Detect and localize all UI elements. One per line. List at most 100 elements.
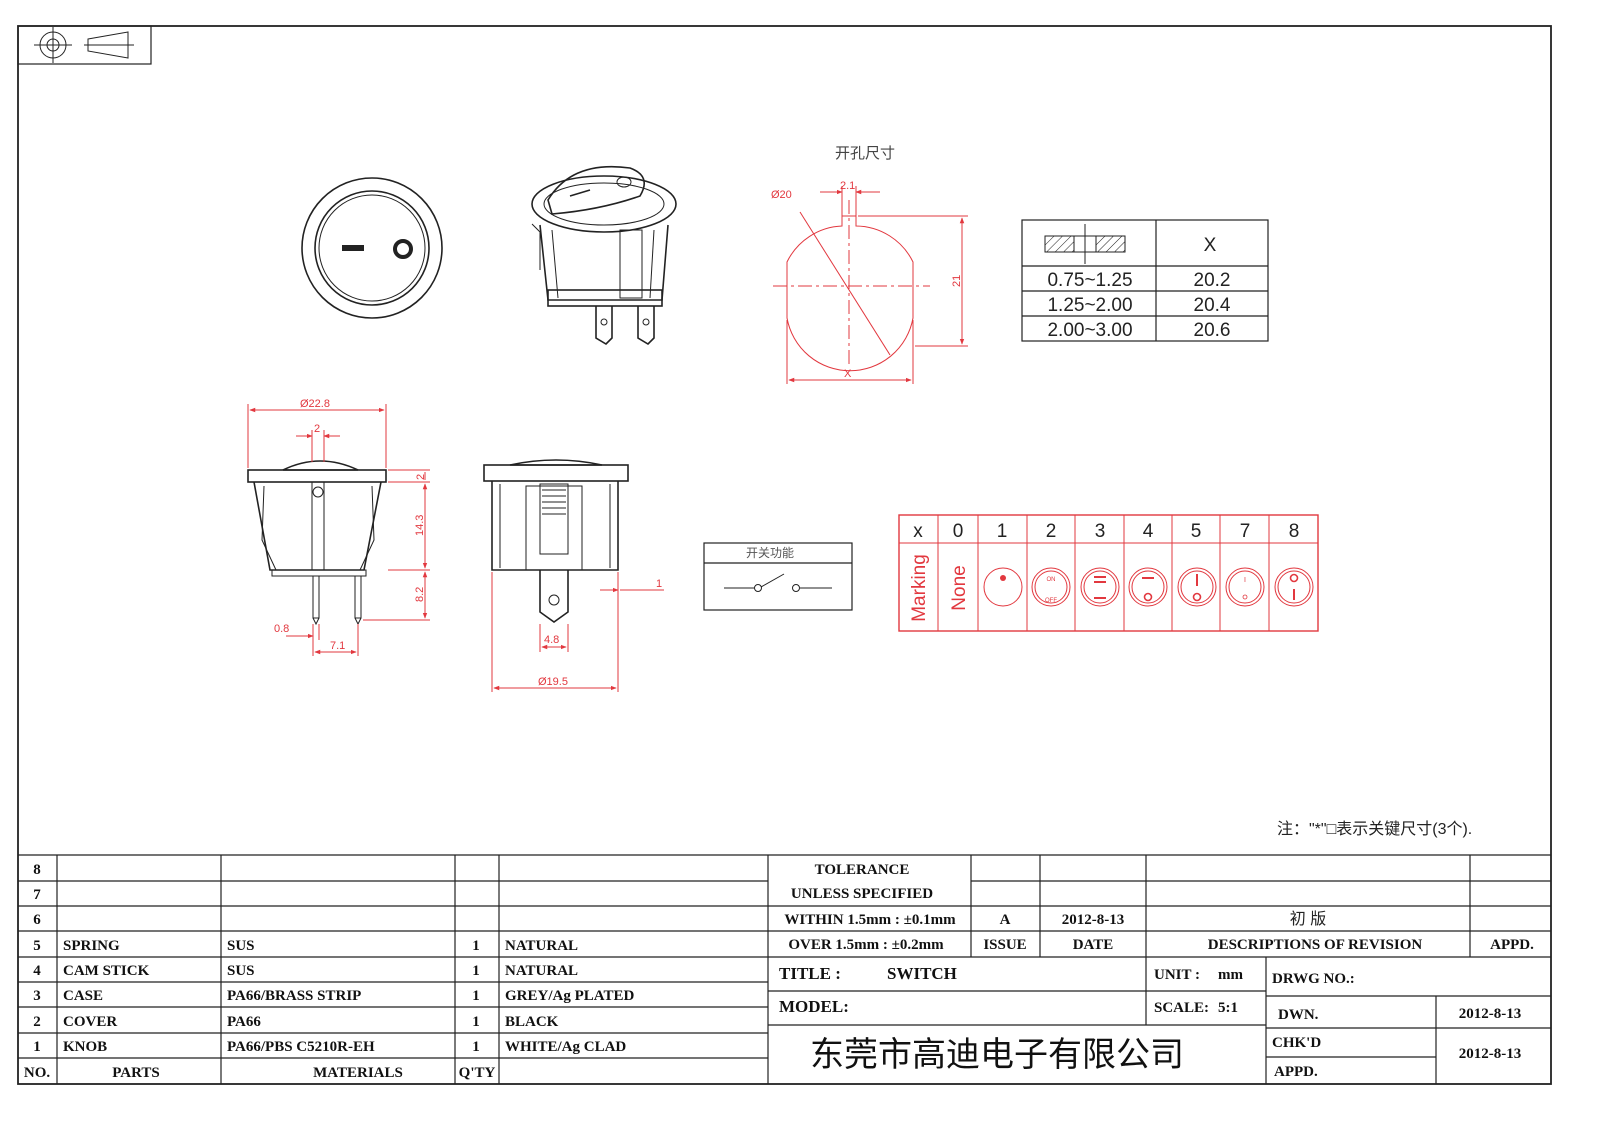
- revision-description: 初 版: [1290, 910, 1326, 928]
- bom-item-2-finish: BLACK: [505, 1014, 559, 1030]
- appd-label: APPD.: [1490, 937, 1534, 953]
- bom-item-4-part: CAM STICK: [63, 963, 150, 979]
- marking-code-4: 4: [1143, 521, 1154, 542]
- bom-header-qty: Q'TY: [459, 1065, 496, 1081]
- switch-function-box: 开关功能: [703, 542, 853, 611]
- title-label: TITLE :: [779, 964, 841, 983]
- title-block: TOLERANCE UNLESS SPECIFIED WITHIN 1.5mm …: [768, 855, 1551, 1084]
- revision-issue: A: [1000, 912, 1011, 928]
- issue-label: ISSUE: [983, 937, 1026, 953]
- cutout-title: 开孔尺寸: [835, 145, 895, 162]
- marking-none-label: None: [949, 565, 970, 610]
- bom-item-1-part: KNOB: [63, 1039, 107, 1055]
- bom-item-3-no: 3: [33, 988, 41, 1004]
- marking-header-x: x: [913, 521, 923, 542]
- bom-item-5-part: SPRING: [63, 938, 120, 954]
- marking-code-5: 5: [1191, 521, 1202, 542]
- bom-header-no: NO.: [24, 1065, 51, 1081]
- front-dim-actuator: 2: [314, 423, 320, 435]
- marking-symbol-dash-circle-icon: [1128, 567, 1168, 607]
- cutout-range-2: 1.25~2.00: [1047, 295, 1132, 316]
- company-name: 东莞市高迪电子有限公司: [810, 1036, 1184, 1074]
- marking-table: x 0 1 2 3 4 5 7 8 Marking None ON OFF: [898, 514, 1319, 632]
- front-dim-thick: 0.8: [274, 623, 289, 635]
- cutout-x-1: 20.2: [1194, 270, 1231, 291]
- tolerance-line-2: UNLESS SPECIFIED: [791, 886, 933, 902]
- bom-item-4-qty: 1: [472, 963, 480, 979]
- chkd-label: CHK'D: [1272, 1035, 1321, 1051]
- scale-label: SCALE:: [1154, 1000, 1209, 1016]
- bom-item-1-qty: 1: [472, 1039, 480, 1055]
- bom-header-parts: PARTS: [112, 1065, 160, 1081]
- bom-item-3-part: CASE: [63, 988, 103, 1004]
- bom-item-3-material: PA66/BRASS STRIP: [227, 988, 361, 1004]
- marking-symbol-bar-circle-icon: [1177, 567, 1217, 607]
- cutout-x-2: 20.4: [1194, 295, 1231, 316]
- bom-item-3-finish: GREY/Ag PLATED: [505, 988, 634, 1004]
- side-dim-width: 4.8: [544, 634, 559, 646]
- bom-item-1-finish: WHITE/Ag CLAD: [505, 1039, 626, 1055]
- marking-code-2: 2: [1046, 521, 1057, 542]
- switch-symbol-icon: [724, 573, 832, 592]
- switch-front-view: [247, 460, 387, 626]
- side-view-dimensions: 1 4.8 Ø19.5: [491, 572, 664, 692]
- appd2-label: APPD.: [1274, 1064, 1318, 1080]
- marking-symbol-dot-icon: [983, 567, 1023, 607]
- marking-sym-off: OFF: [1045, 598, 1057, 604]
- date-label: DATE: [1073, 937, 1114, 953]
- marking-sym-on: ON: [1047, 577, 1056, 583]
- marking-sym-io: I: [1244, 577, 1246, 584]
- title-value: SWITCH: [887, 964, 957, 983]
- cutout-dim-height: 21: [951, 275, 963, 287]
- front-dim-terminal: 8.2: [414, 587, 426, 602]
- cutout-range-1: 0.75~1.25: [1047, 270, 1132, 291]
- cutout-x-3: 20.6: [1194, 320, 1231, 341]
- side-dim-offset: 1: [656, 578, 662, 590]
- chkd-date: 2012-8-13: [1459, 1046, 1522, 1062]
- bom-item-5-no: 5: [33, 938, 41, 954]
- cutout-dim-key: 2.1: [840, 180, 855, 192]
- unit-label: UNIT :: [1154, 967, 1200, 983]
- tolerance-line-4: OVER 1.5mm : ±0.2mm: [788, 937, 944, 953]
- side-dim-dia: Ø19.5: [538, 676, 568, 688]
- model-label: MODEL:: [779, 997, 849, 1016]
- critical-dimension-note: 注："*"□表示关键尺寸(3个).: [1277, 820, 1472, 838]
- marking-symbol-circle-bar-icon: [1274, 567, 1314, 607]
- bom-item-5-qty: 1: [472, 938, 480, 954]
- tolerance-line-3: WITHIN 1.5mm : ±0.1mm: [784, 912, 956, 928]
- revision-date: 2012-8-13: [1062, 912, 1125, 928]
- drwg-label: DRWG NO.:: [1272, 971, 1355, 987]
- front-dim-body: 14.3: [414, 515, 426, 536]
- function-box-title: 开关功能: [746, 546, 794, 560]
- bom-item-3-qty: 1: [472, 988, 480, 1004]
- bom-item-1-material: PA66/PBS C5210R-EH: [227, 1039, 375, 1055]
- marking-code-8: 8: [1289, 521, 1300, 542]
- marking-code-1: 1: [997, 521, 1008, 542]
- unit-value: mm: [1218, 967, 1243, 983]
- panel-thickness-icon: [1044, 224, 1126, 264]
- dwn-date: 2012-8-13: [1459, 1006, 1522, 1022]
- cutout-range-3: 2.00~3.00: [1047, 320, 1132, 341]
- bom-item-1-no: 1: [33, 1039, 41, 1055]
- bom-row-6-no: 6: [33, 912, 41, 928]
- scale-value: 5:1: [1218, 1000, 1238, 1016]
- marking-code-3: 3: [1095, 521, 1106, 542]
- bom-row-7-no: 7: [33, 887, 41, 903]
- bom-item-2-part: COVER: [63, 1014, 117, 1030]
- front-view-dimensions: Ø22.8 2 2 14.3 8.2 0.8 7.1: [247, 398, 430, 656]
- front-dim-dia: Ø22.8: [300, 398, 330, 410]
- marking-symbol-on-off-icon: ON OFF: [1031, 567, 1071, 607]
- switch-top-view: [301, 177, 443, 319]
- bom-item-4-material: SUS: [227, 963, 255, 979]
- cutout-dim-dia: Ø20: [771, 189, 792, 201]
- bom-item-4-no: 4: [33, 963, 41, 979]
- sheet-border: [17, 25, 1552, 1085]
- bom-item-5-material: SUS: [227, 938, 255, 954]
- bom-item-5-finish: NATURAL: [505, 938, 578, 954]
- projection-symbol-icon: [17, 25, 152, 65]
- marking-symbol-faint-io-icon: I: [1225, 567, 1265, 607]
- marking-row-label: Marking: [909, 554, 930, 622]
- bom-item-2-qty: 1: [472, 1014, 480, 1030]
- cutout-table-header: X: [1204, 235, 1217, 256]
